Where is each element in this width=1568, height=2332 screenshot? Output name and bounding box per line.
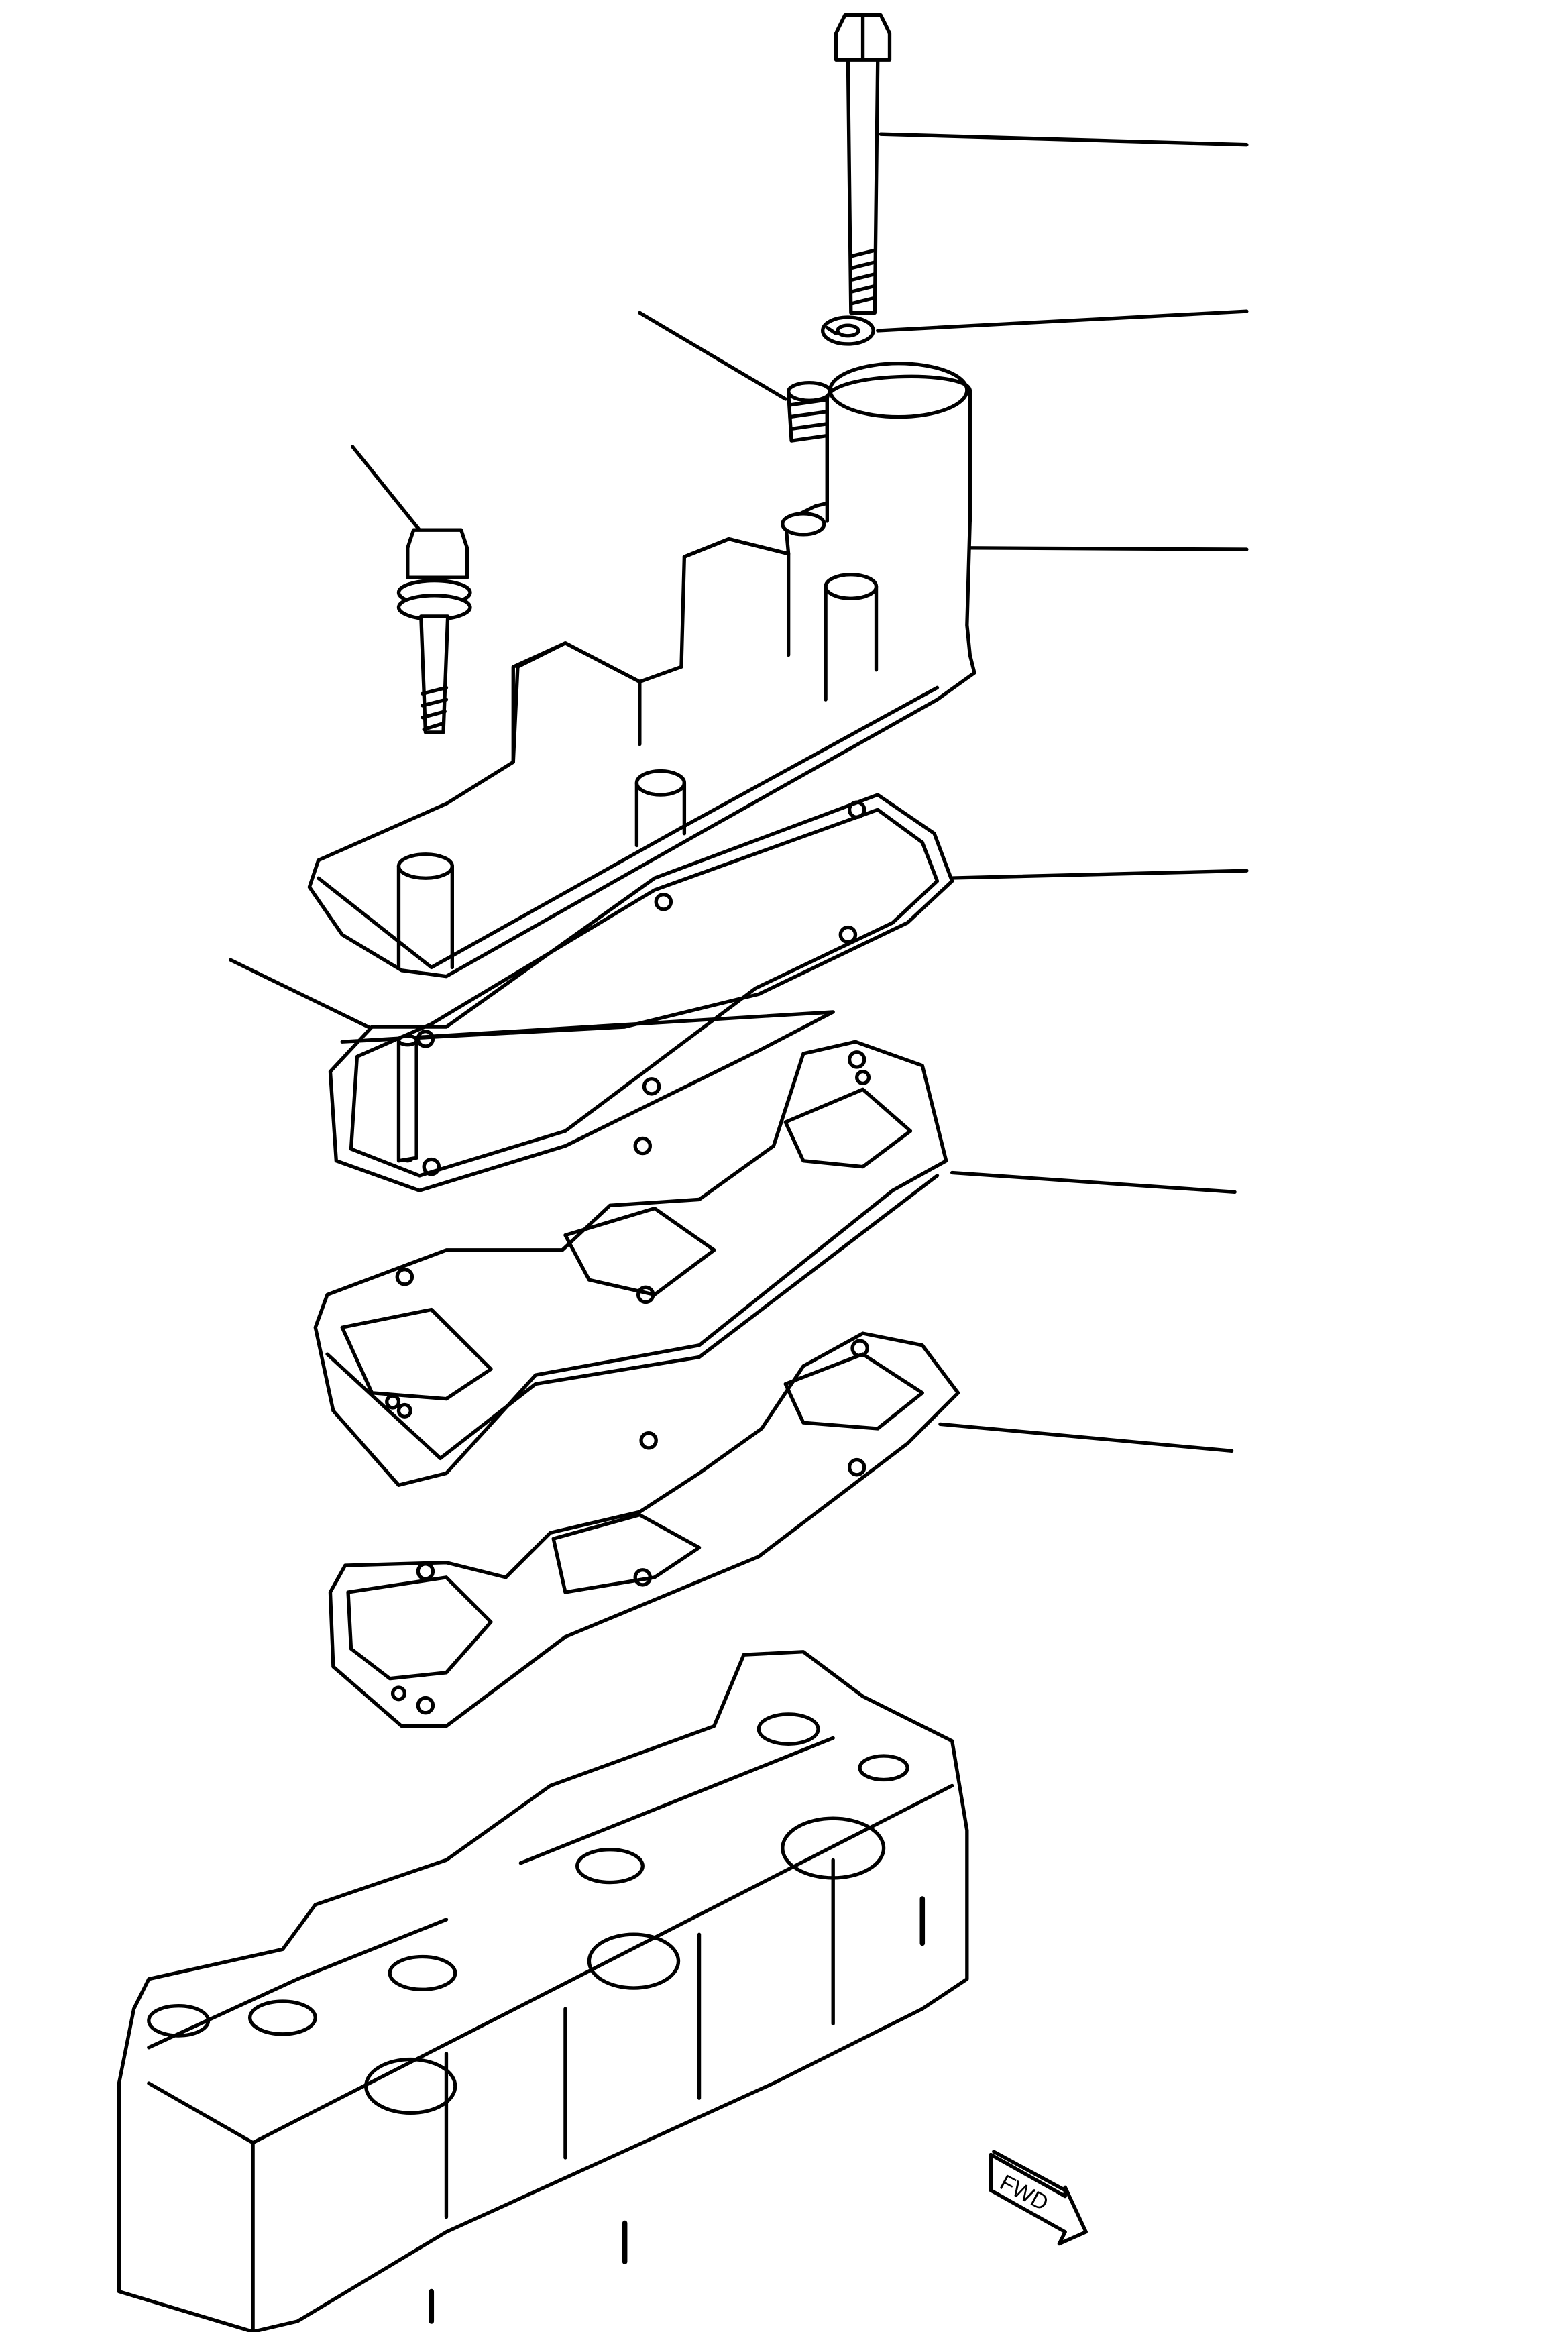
forward-arrow-icon — [989, 2152, 1088, 2246]
lock-washer — [821, 315, 875, 346]
dowel-pin — [396, 1034, 418, 1163]
leader-gasket-upper — [944, 869, 1249, 880]
head-cover — [307, 362, 976, 979]
bolt-short — [396, 528, 472, 734]
leader-cover — [965, 546, 1249, 551]
bolt-long — [834, 13, 892, 315]
leader-bolt-long — [879, 132, 1249, 147]
leader-spacer-plate — [950, 1170, 1237, 1194]
leader-lines — [229, 132, 1249, 1453]
fwd-direction-marker: FWD — [989, 2150, 1088, 2246]
gasket-lower — [328, 1331, 960, 1728]
leader-plug — [638, 311, 787, 401]
leader-lock-washer — [876, 309, 1249, 333]
cylinder-head — [117, 1650, 969, 2332]
leader-gasket-lower — [938, 1422, 1234, 1453]
leader-bolt-short — [351, 445, 422, 532]
spacer-plate — [313, 1040, 948, 1487]
